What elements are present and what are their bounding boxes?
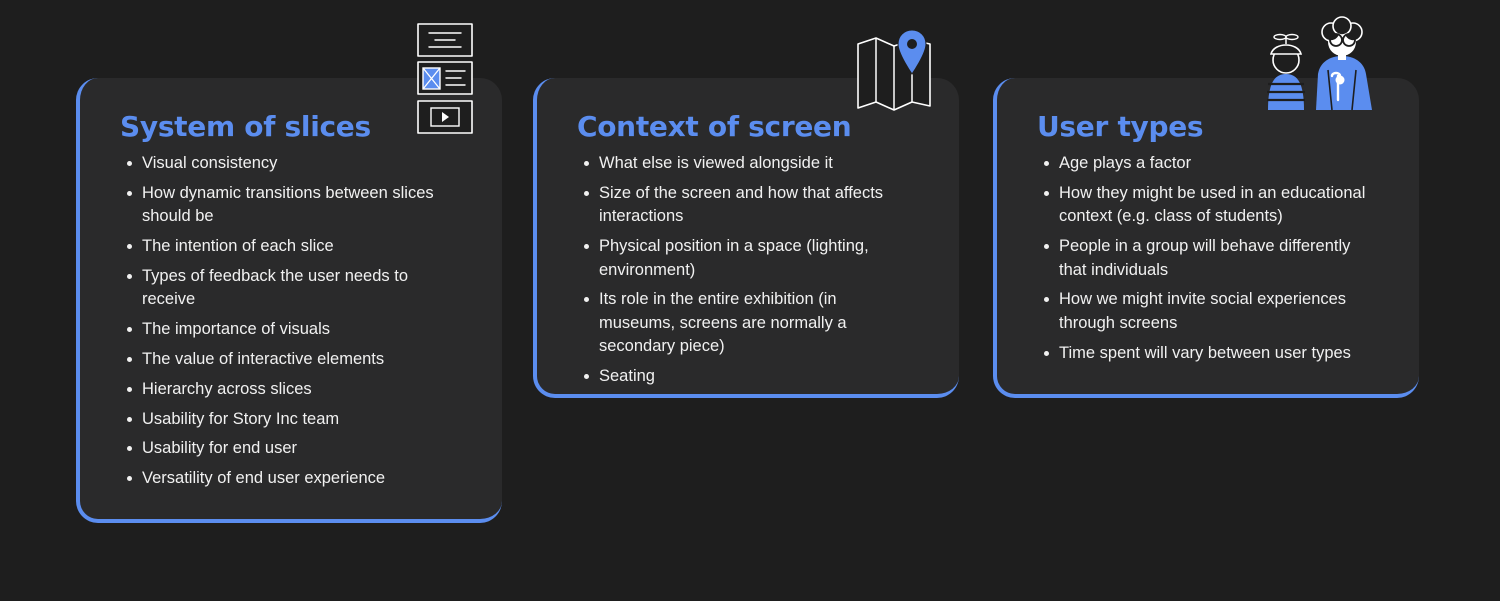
list-item: The importance of visuals <box>127 318 474 342</box>
list-item: Size of the screen and how that affects … <box>584 182 931 229</box>
list-item: Usability for end user <box>127 437 474 461</box>
list-item: The intention of each slice <box>127 235 474 259</box>
child-and-elder-icon <box>1267 16 1372 111</box>
list-item: Types of feedback the user needs to rece… <box>127 265 474 312</box>
list-item: Versatility of end user experience <box>127 467 474 491</box>
card-context-of-screen: Context of screen What else is viewed al… <box>533 78 959 398</box>
card-title: User types <box>1037 110 1204 143</box>
card-title: System of slices <box>120 110 371 143</box>
list-item: People in a group will behave differentl… <box>1044 235 1391 282</box>
list-item: Visual consistency <box>127 152 474 176</box>
card-title: Context of screen <box>577 110 852 143</box>
slices-illustration-icon <box>417 23 473 134</box>
list-item: Physical position in a space (lighting, … <box>584 235 931 282</box>
list-item: How we might invite social experiences t… <box>1044 288 1391 335</box>
list-item: The value of interactive elements <box>127 348 474 372</box>
map-pin-icon <box>857 29 931 111</box>
list-item: Age plays a factor <box>1044 152 1391 176</box>
card-system-of-slices: System of slices Visual consistency How … <box>76 78 502 523</box>
list-item: Time spent will vary between user types <box>1044 342 1391 366</box>
list-item: Its role in the entire exhibition (in mu… <box>584 288 931 359</box>
list-item: How dynamic transitions between slices s… <box>127 182 474 229</box>
card-list: Age plays a factor How they might be use… <box>1037 152 1391 365</box>
list-item: Seating <box>584 365 931 389</box>
list-item: Usability for Story Inc team <box>127 408 474 432</box>
list-item: What else is viewed alongside it <box>584 152 931 176</box>
list-item: How they might be used in an educational… <box>1044 182 1391 229</box>
card-user-types: User types Age plays a factor How they m… <box>993 78 1419 398</box>
list-item: Hierarchy across slices <box>127 378 474 402</box>
card-list: What else is viewed alongside it Size of… <box>577 152 931 389</box>
card-list: Visual consistency How dynamic transitio… <box>120 152 474 491</box>
